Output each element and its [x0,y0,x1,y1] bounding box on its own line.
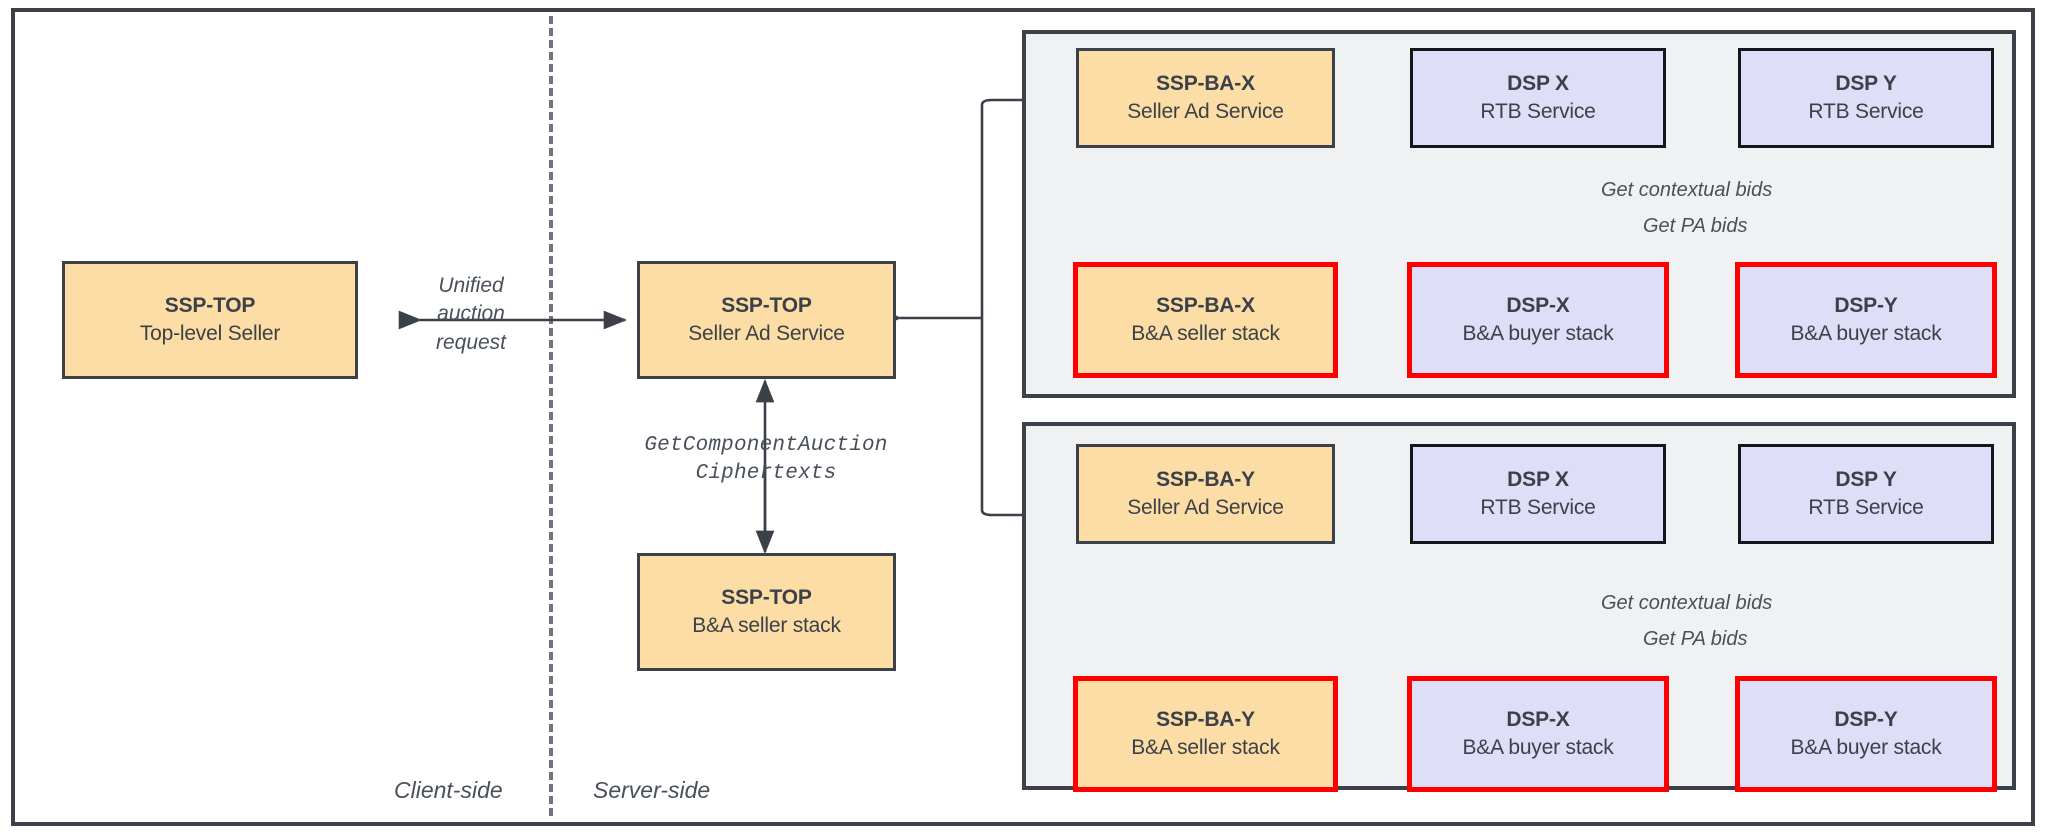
edge-label-contextual-bids-panel-y: Get contextual bids [1598,590,1776,617]
node-title: SSP-BA-Y [1156,707,1255,731]
node-dsp-y-rtb-service-panel-y[interactable]: DSP Y RTB Service [1738,444,1994,544]
node-ssp-top-seller-ad-service[interactable]: SSP-TOP Seller Ad Service [637,261,896,379]
node-subtitle: B&A seller stack [692,614,841,637]
node-subtitle: RTB Service [1480,100,1596,123]
node-subtitle: Seller Ad Service [688,322,845,345]
node-ssp-ba-y-seller-ad-service[interactable]: SSP-BA-Y Seller Ad Service [1076,444,1335,544]
node-dsp-y-rtb-service-panel-x[interactable]: DSP Y RTB Service [1738,48,1994,148]
edge-label-get-component-auction-ciphertexts: GetComponentAuction Ciphertexts [644,434,888,485]
node-ssp-top-ba-seller-stack[interactable]: SSP-TOP B&A seller stack [637,553,896,671]
node-title: DSP-X [1506,293,1570,317]
node-ssp-ba-x-seller-stack[interactable]: SSP-BA-X B&A seller stack [1073,262,1338,378]
node-title: SSP-BA-Y [1156,467,1255,491]
node-title: DSP X [1507,467,1569,491]
node-title: DSP-Y [1834,293,1898,317]
edge-label-unified-auction-request: Unified auction request [435,274,507,354]
edge-label-pa-bids-panel-y: Get PA bids [1640,626,1751,653]
edge-label-contextual-bids-panel-x: Get contextual bids [1598,177,1776,204]
node-title: SSP-TOP [721,585,812,609]
node-title: SSP-BA-X [1156,293,1255,317]
node-ssp-top-top-level-seller[interactable]: SSP-TOP Top-level Seller [62,261,358,379]
node-subtitle: RTB Service [1808,496,1924,519]
node-ssp-ba-x-seller-ad-service[interactable]: SSP-BA-X Seller Ad Service [1076,48,1335,148]
node-subtitle: B&A buyer stack [1462,322,1614,345]
label-server-side: Server-side [589,775,715,807]
node-title: DSP Y [1835,71,1897,95]
node-dsp-x-buyer-stack-panel-x[interactable]: DSP-X B&A buyer stack [1407,262,1669,378]
node-title: SSP-BA-X [1156,71,1255,95]
node-title: SSP-TOP [164,293,256,317]
node-subtitle: B&A seller stack [1131,322,1280,345]
node-dsp-y-buyer-stack-panel-x[interactable]: DSP-Y B&A buyer stack [1735,262,1997,378]
node-title: DSP Y [1835,467,1897,491]
node-subtitle: RTB Service [1808,100,1924,123]
client-server-divider [549,16,553,816]
node-dsp-x-buyer-stack-panel-y[interactable]: DSP-X B&A buyer stack [1407,676,1669,792]
node-subtitle: Top-level Seller [139,322,281,345]
node-subtitle: B&A buyer stack [1790,322,1942,345]
node-dsp-y-buyer-stack-panel-y[interactable]: DSP-Y B&A buyer stack [1735,676,1997,792]
node-subtitle: Seller Ad Service [1127,100,1284,123]
node-subtitle: B&A seller stack [1131,736,1280,759]
node-subtitle: B&A buyer stack [1462,736,1614,759]
node-title: DSP-Y [1834,707,1898,731]
edge-label-pa-bids-panel-x: Get PA bids [1640,213,1751,240]
node-subtitle: B&A buyer stack [1790,736,1942,759]
node-subtitle: RTB Service [1480,496,1596,519]
node-subtitle: Seller Ad Service [1127,496,1284,519]
node-title: DSP-X [1506,707,1570,731]
node-dsp-x-rtb-service-panel-x[interactable]: DSP X RTB Service [1410,48,1666,148]
node-title: SSP-TOP [721,293,812,317]
node-ssp-ba-y-seller-stack[interactable]: SSP-BA-Y B&A seller stack [1073,676,1338,792]
node-dsp-x-rtb-service-panel-y[interactable]: DSP X RTB Service [1410,444,1666,544]
node-title: DSP X [1507,71,1569,95]
label-client-side: Client-side [390,775,507,807]
